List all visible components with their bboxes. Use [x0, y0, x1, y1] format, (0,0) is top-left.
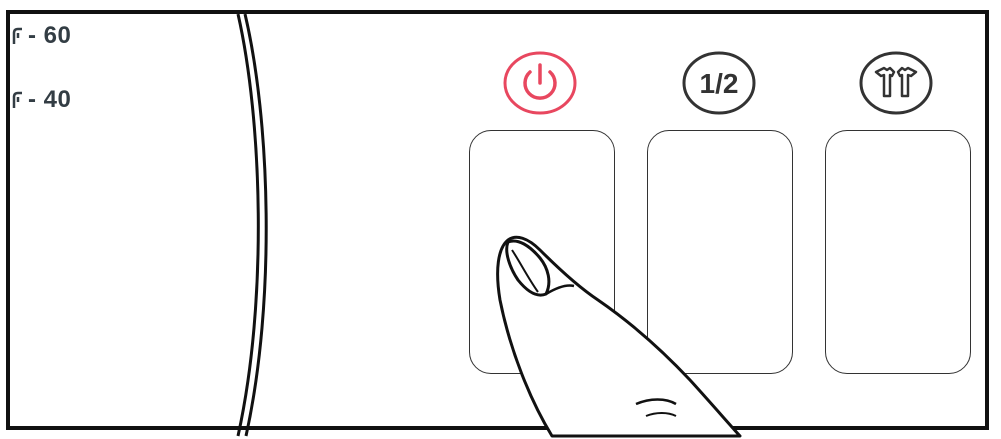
shirt-pair-icon	[858, 50, 934, 116]
temperature-label: - 60	[28, 22, 71, 50]
shirt-pair-button[interactable]	[825, 130, 971, 374]
half-load-button[interactable]	[647, 130, 793, 374]
power-button[interactable]	[469, 130, 615, 374]
water-tap-icon	[12, 27, 24, 45]
half-load-label: 1/2	[700, 68, 739, 99]
temperature-option-40[interactable]: - 40	[12, 86, 71, 114]
dial-edge	[0, 0, 300, 439]
temperature-option-60[interactable]: - 60	[12, 22, 71, 50]
half-load-icon: 1/2	[681, 50, 757, 116]
water-tap-icon	[12, 91, 24, 109]
temperature-label: - 40	[28, 86, 71, 114]
power-icon	[502, 50, 578, 116]
